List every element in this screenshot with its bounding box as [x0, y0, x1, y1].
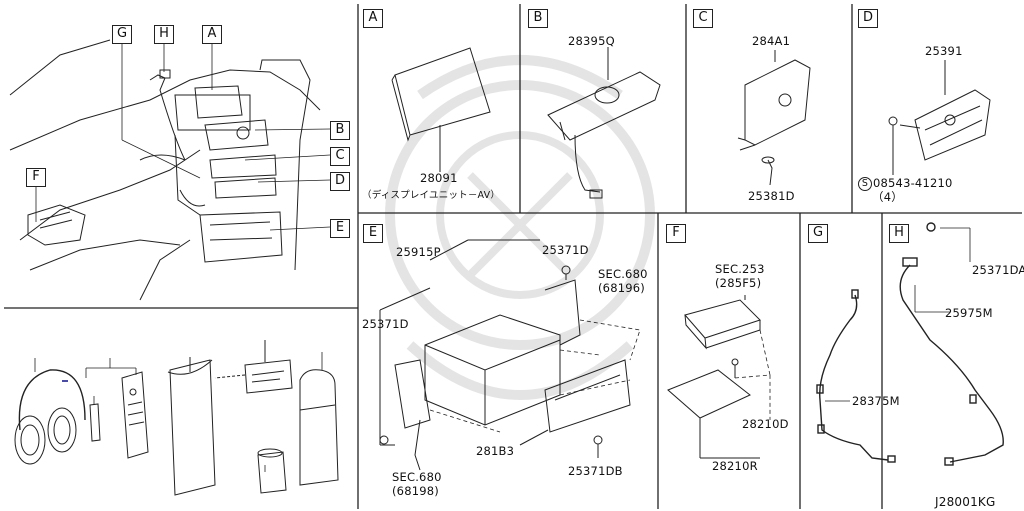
section-h-letter: H	[889, 224, 909, 243]
diagram-id: J28001KG	[935, 495, 996, 509]
section-a-letter: A	[363, 9, 383, 28]
section-ref-285f5: (285F5)	[715, 276, 762, 290]
section-ref-sec680-bottom: SEC.680	[392, 470, 442, 484]
part-number-28375m: 28375M	[852, 394, 900, 408]
part-number-25371da: 25371DA	[972, 263, 1024, 277]
section-ref-68198: (68198)	[392, 484, 439, 498]
part-number-25371d-left: 25371D	[362, 317, 409, 331]
part-number-25371db: 25371DB	[568, 464, 623, 478]
harness-g-drawing	[816, 289, 896, 463]
part-number-284a1: 284A1	[752, 34, 791, 48]
part-number-282a1-highlighted[interactable]	[62, 380, 68, 382]
part-number-25915p: 25915P	[396, 245, 441, 259]
section-e-letter: E	[363, 224, 383, 243]
part-number-25371d-top: 25371D	[542, 243, 589, 257]
section-d-letter: D	[858, 9, 878, 28]
harness-h-leaders	[914, 227, 971, 313]
part-number-25391: 25391	[925, 44, 963, 58]
ecu-bracket-drawing	[667, 295, 761, 459]
section-g-letter: G	[808, 224, 828, 243]
part-number-28210r: 28210R	[712, 459, 758, 473]
av-unit-dashed-guides	[429, 319, 641, 433]
callout-box-c: C	[330, 147, 350, 166]
part-number-28395q: 28395Q	[568, 34, 615, 48]
screw-symbol-s: S	[858, 177, 872, 191]
bottom-leaders	[34, 352, 323, 472]
part-number-28091: 28091	[420, 171, 458, 185]
part-number-28210d: 28210D	[742, 417, 789, 431]
callout-box-h: H	[154, 25, 174, 44]
section-f-letter: F	[666, 224, 686, 243]
harness-h-drawing	[899, 222, 1004, 466]
battery-drawing	[257, 448, 287, 494]
part-note-display-unit: （ディスプレイユニット－AV）	[362, 190, 501, 201]
screw-quantity: （4）	[872, 190, 903, 204]
callout-box-f: F	[26, 168, 46, 187]
section-b-letter: B	[528, 9, 548, 28]
bag-drawing	[167, 357, 216, 496]
part-number-281b3: 281B3	[476, 444, 515, 458]
callout-box-a: A	[202, 25, 222, 44]
callout-box-e: E	[330, 219, 350, 238]
module-drawing	[737, 50, 811, 186]
section-c-letter: C	[693, 9, 713, 28]
dashboard-overview-drawing	[9, 39, 321, 301]
card-drawing	[214, 340, 293, 394]
section-ref-68196: (68196)	[598, 281, 645, 295]
display-unit-drawing	[391, 47, 491, 172]
remote-control-drawing	[89, 371, 149, 459]
part-number-08543-41210: 08543-41210	[873, 176, 953, 190]
panel-borders	[4, 4, 1022, 509]
headphones-drawing	[14, 369, 86, 465]
part-number-25975m: 25975M	[945, 306, 993, 320]
overview-leaders	[35, 43, 331, 231]
ecu-dashed-guides	[734, 329, 771, 420]
section-ref-sec680-top: SEC.680	[598, 267, 648, 281]
callout-box-g: G	[112, 25, 132, 44]
control-panel-drawing	[547, 47, 661, 199]
part-number-25381d: 25381D	[748, 189, 795, 203]
section-ref-sec253: SEC.253	[715, 262, 765, 276]
climate-panel-drawing	[888, 60, 991, 175]
holder-drawing	[299, 369, 339, 486]
av-unit-assembly-drawing	[379, 239, 631, 471]
callout-box-b: B	[330, 121, 350, 140]
callout-box-d: D	[330, 172, 350, 191]
